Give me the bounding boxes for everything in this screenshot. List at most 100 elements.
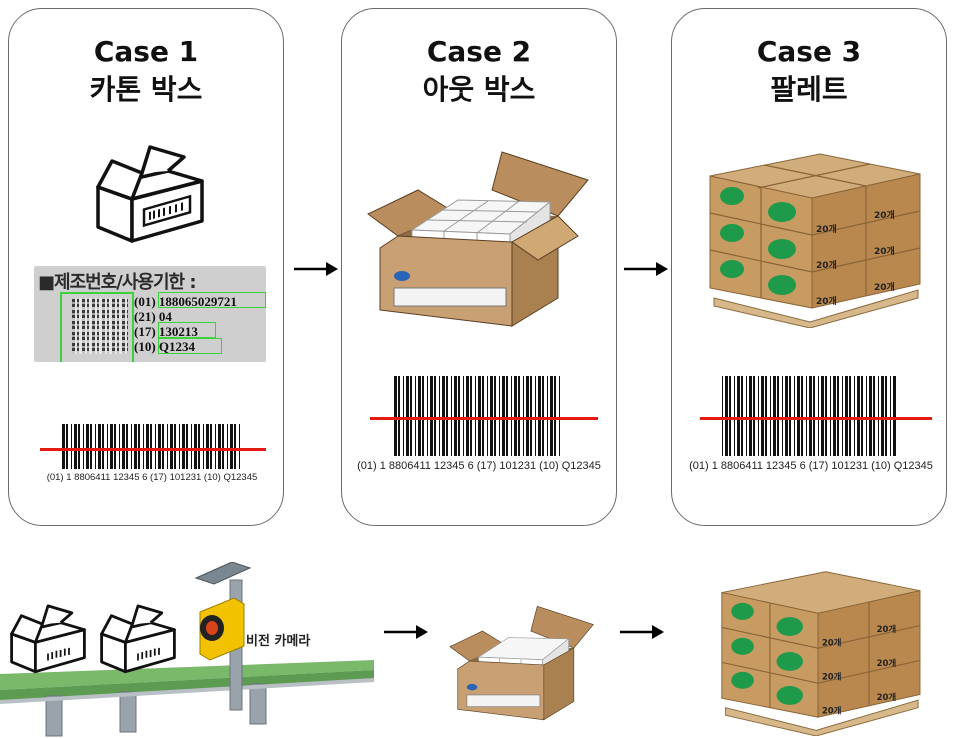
barcode-bar — [782, 376, 783, 456]
barcode-bar — [454, 376, 457, 456]
barcode-bar — [179, 424, 180, 469]
barcode-bar — [725, 376, 728, 456]
barcode-bar — [143, 424, 144, 469]
barcode-bar — [518, 376, 520, 456]
barcode-bar — [818, 376, 819, 456]
barcode-bar — [542, 376, 544, 456]
barcode-bar — [777, 376, 779, 456]
barcode-bar — [146, 424, 149, 469]
barcode-bar — [410, 376, 412, 456]
case-1-barcode — [62, 424, 240, 469]
small-out-box — [449, 605, 594, 721]
barcode-bar — [158, 424, 161, 469]
arrow-outbox-to-pallet — [620, 625, 664, 639]
barcode-bar — [821, 376, 824, 456]
barcode-bar — [849, 376, 851, 456]
case-2-barcode-text: (01) 1 8806411 12345 6 (17) 101231 (10) … — [357, 460, 601, 472]
label-line-4: (10) Q1234 — [134, 339, 196, 354]
case-3-name: 팔레트 — [770, 73, 848, 106]
detect-box-line-3 — [158, 322, 216, 338]
barcode-bar — [150, 424, 152, 469]
barcode-bar — [218, 424, 221, 469]
barcode-bar — [90, 424, 92, 469]
barcode-bar — [881, 376, 884, 456]
barcode-bar — [770, 376, 771, 456]
barcode-bar — [758, 376, 759, 456]
barcode-bar — [885, 376, 887, 456]
label-photo: ■제조번호/사용기한 : (01) 188065029721 (21) 04 (… — [34, 266, 266, 362]
barcode-bar — [761, 376, 764, 456]
barcode-bar — [466, 376, 469, 456]
barcode-bar — [227, 424, 228, 469]
barcode-bar — [861, 376, 863, 456]
barcode-bar — [114, 424, 116, 469]
barcode-bar — [806, 376, 807, 456]
barcode-bar — [239, 424, 240, 469]
barcode-bar — [110, 424, 113, 469]
barcode-bar — [494, 376, 496, 456]
barcode-bar — [722, 376, 723, 456]
barcode-bar — [203, 424, 204, 469]
barcode-bar — [837, 376, 839, 456]
datamatrix-overlay — [72, 298, 128, 354]
label-photo-header: ■제조번호/사용기한 : — [38, 272, 197, 293]
case-1-name: 카톤 박스 — [89, 73, 203, 106]
barcode-bar — [134, 424, 137, 469]
out-box-illustration — [367, 151, 589, 327]
barcode-bar — [475, 376, 476, 456]
barcode-bar — [559, 376, 560, 456]
svg-text:20개: 20개 — [874, 245, 895, 257]
barcode-bar — [439, 376, 440, 456]
barcode-bar — [866, 376, 867, 456]
vision-camera-label: 비전 카메라 — [246, 634, 311, 649]
arrow-camera-to-outbox — [384, 625, 428, 639]
barcode-bar — [749, 376, 752, 456]
label-line-1: (01) 188065029721 — [134, 294, 237, 309]
barcode-bar — [210, 424, 212, 469]
case-3-barcode — [722, 376, 896, 456]
barcode-bar — [119, 424, 120, 469]
case-2-label: Case 2 — [426, 35, 532, 68]
barcode-bar — [502, 376, 505, 456]
barcode-bar — [813, 376, 815, 456]
barcode-bar — [511, 376, 512, 456]
barcode-bar — [102, 424, 104, 469]
barcode-bar — [167, 424, 168, 469]
barcode-bar — [398, 376, 400, 456]
barcode-bar — [857, 376, 860, 456]
barcode-bar — [66, 424, 68, 469]
barcode-bar — [406, 376, 409, 456]
barcode-bar — [422, 376, 424, 456]
barcode-bar — [394, 376, 397, 456]
case-3-scan-line — [700, 417, 932, 420]
barcode-bar — [487, 376, 488, 456]
barcode-bar — [830, 376, 831, 456]
barcode-bar — [215, 424, 216, 469]
svg-text:20개: 20개 — [874, 281, 895, 293]
arrow-case2-to-case3 — [624, 262, 668, 276]
barcode-bar — [463, 376, 464, 456]
barcode-bar — [415, 376, 416, 456]
svg-text:20개: 20개 — [822, 637, 842, 648]
barcode-bar — [451, 376, 452, 456]
barcode-bar — [174, 424, 176, 469]
barcode-bar — [95, 424, 96, 469]
barcode-bar — [191, 424, 192, 469]
carton-box-icon — [96, 145, 204, 243]
case-3-label: Case 3 — [756, 35, 862, 68]
barcode-bar — [442, 376, 445, 456]
barcode-bar — [194, 424, 197, 469]
barcode-bar — [126, 424, 128, 469]
conveyor-belt — [0, 660, 374, 737]
barcode-bar — [890, 376, 891, 456]
barcode-bar — [74, 424, 77, 469]
barcode-bar — [753, 376, 755, 456]
barcode-bar — [794, 376, 795, 456]
barcode-bar — [547, 376, 548, 456]
case-1-title: Case 1 카톤 박스 — [9, 33, 283, 109]
barcode-bar — [729, 376, 731, 456]
barcode-bar — [107, 424, 108, 469]
barcode-bar — [138, 424, 140, 469]
barcode-bar — [499, 376, 500, 456]
